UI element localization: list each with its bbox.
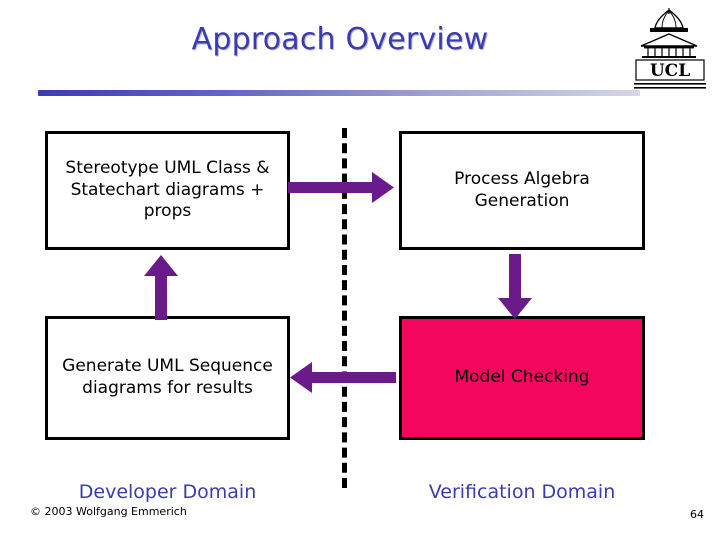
box-stereotype-uml: Stereotype UML Class & Statechart diagra…: [45, 131, 290, 250]
caption-verification-domain: Verification Domain: [428, 481, 616, 503]
arrow-up-icon: [140, 254, 182, 320]
box-model-checking-label: Model Checking: [454, 367, 590, 388]
box-generate-uml-sequence: Generate UML Sequence diagrams for resul…: [45, 316, 290, 440]
page-title: Approach Overview: [191, 22, 489, 57]
ucl-logo: UCL: [628, 6, 710, 90]
box-process-algebra-generation: Process Algebra Generation: [399, 131, 645, 250]
box-model-checking: Model Checking: [399, 316, 645, 440]
arrow-right-icon: [288, 168, 396, 208]
caption-developer-domain: Developer Domain: [78, 481, 257, 503]
arrow-left-icon: [288, 358, 396, 398]
footer-copyright: © 2003 Wolfgang Emmerich: [30, 505, 187, 518]
footer-page-number: 64: [690, 508, 704, 521]
arrow-down-icon: [494, 254, 536, 320]
svg-text:UCL: UCL: [650, 61, 690, 81]
title-underline-rule: [38, 90, 640, 96]
box-process-algebra-generation-label: Process Algebra Generation: [454, 168, 590, 211]
domain-divider: [342, 128, 347, 488]
box-stereotype-uml-label: Stereotype UML Class & Statechart diagra…: [65, 157, 270, 222]
box-generate-uml-sequence-label: Generate UML Sequence diagrams for resul…: [62, 356, 273, 398]
